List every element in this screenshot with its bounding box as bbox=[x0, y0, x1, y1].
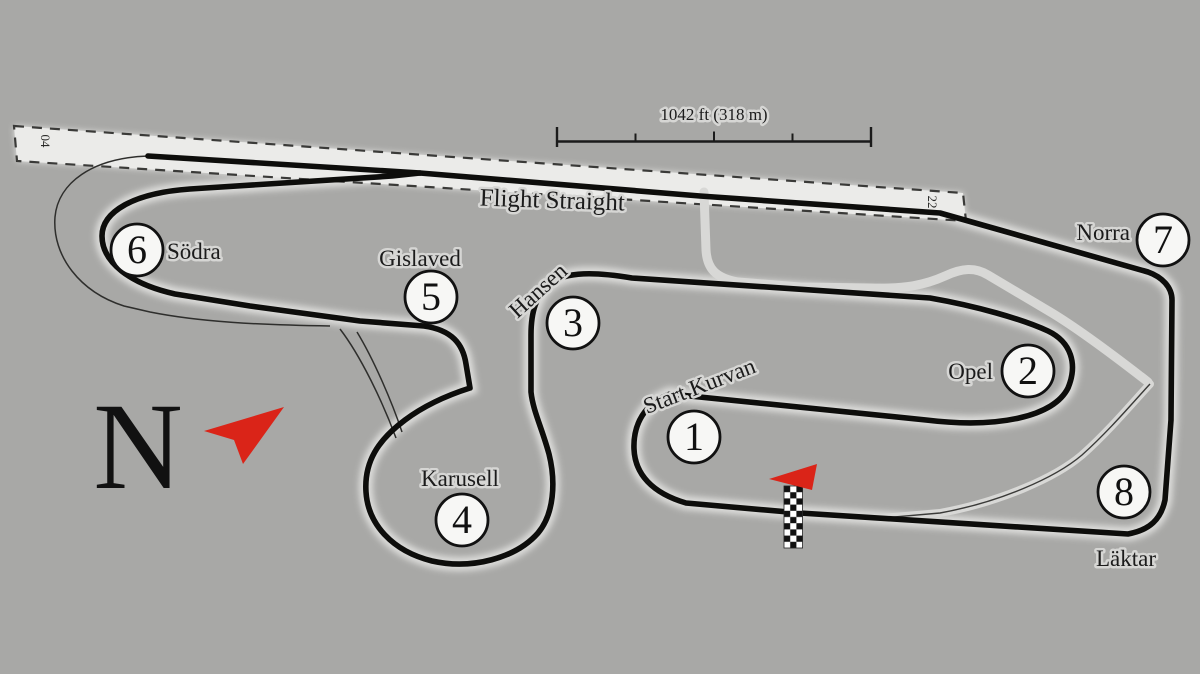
runway-designator-right: 22 bbox=[925, 196, 940, 209]
north-arrow-icon bbox=[204, 407, 284, 464]
service-roads bbox=[699, 187, 1154, 522]
corner-badge-3: 3 bbox=[545, 295, 601, 351]
corner-badge-4: 4 bbox=[434, 492, 490, 548]
corner-badge-6: 6 bbox=[109, 222, 165, 278]
laktar-access-road bbox=[881, 383, 1151, 519]
runway-designator-left: 04 bbox=[38, 135, 53, 149]
corner-number-1: 1 bbox=[684, 414, 704, 459]
corner-number-2: 2 bbox=[1018, 348, 1038, 393]
corner-label-sodra: Södra bbox=[167, 239, 221, 264]
sodra-outer-loop bbox=[54, 155, 331, 327]
north-indicator: N bbox=[93, 378, 284, 515]
corner-label-opel: Opel bbox=[948, 359, 993, 384]
corner-number-8: 8 bbox=[1114, 469, 1134, 514]
corner-number-4: 4 bbox=[452, 497, 472, 542]
corner-number-7: 7 bbox=[1153, 217, 1173, 262]
start-finish bbox=[769, 464, 817, 549]
corner-badge-2: 2 bbox=[1000, 343, 1056, 399]
corner-badge-1: 1 bbox=[666, 409, 722, 465]
corner-badges: 1 2 3 4 5 6 7 8 bbox=[109, 212, 1191, 548]
corner-number-6: 6 bbox=[127, 227, 147, 272]
corner-label-karusell: Karusell bbox=[421, 466, 499, 491]
corner-badge-7: 7 bbox=[1135, 212, 1191, 268]
main-track bbox=[99, 153, 1175, 567]
north-letter: N bbox=[93, 378, 183, 515]
corner-number-5: 5 bbox=[421, 274, 441, 319]
flight-straight-label: Flight Straight bbox=[479, 184, 625, 216]
corner-number-3: 3 bbox=[563, 300, 583, 345]
finish-line-checker bbox=[783, 485, 804, 549]
corner-label-norra: Norra bbox=[1076, 220, 1130, 245]
infield-access-road bbox=[699, 187, 1153, 387]
scale-bar-label: 1042 ft (318 m) bbox=[660, 105, 767, 124]
corner-badge-8: 8 bbox=[1096, 464, 1152, 520]
corner-label-gislaved: Gislaved bbox=[379, 246, 461, 271]
scale-bar: 1042 ft (318 m) bbox=[555, 103, 873, 147]
corner-badge-5: 5 bbox=[403, 269, 459, 325]
gislaved-link-line-1 bbox=[339, 328, 397, 439]
finish-flag-icon bbox=[769, 464, 817, 490]
flight-straight-extension bbox=[145, 153, 423, 176]
track-outline bbox=[99, 170, 1175, 567]
corner-label-laktar: Läktar bbox=[1096, 546, 1156, 571]
